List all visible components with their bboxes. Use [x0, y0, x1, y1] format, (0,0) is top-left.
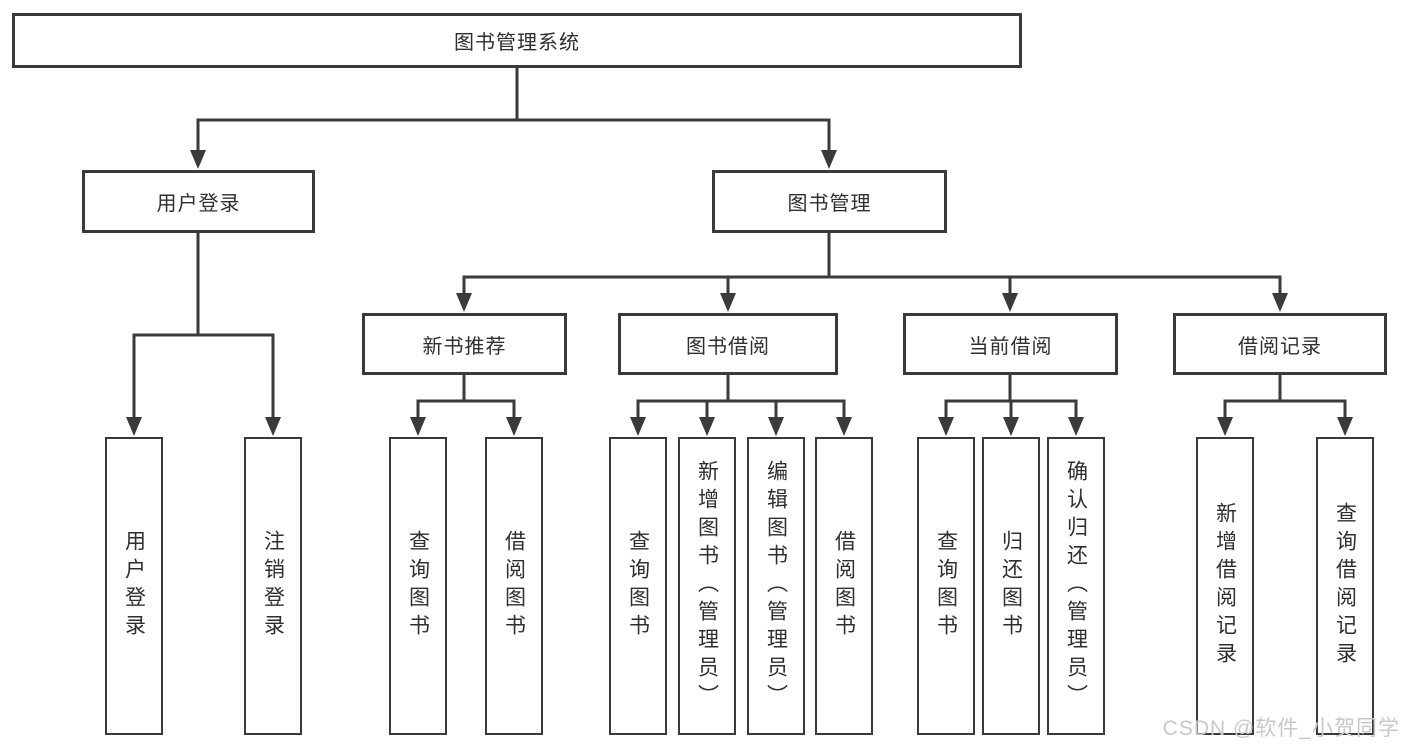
- node-book-management: 图书管理: [712, 170, 947, 233]
- node-label: 用户登录: [122, 530, 146, 642]
- node-label: 查询图书: [626, 530, 650, 642]
- node-label: 图书借阅: [686, 335, 770, 358]
- leaf-borrowing-query-books: 查询图书: [609, 437, 667, 735]
- node-label: 注销登录: [261, 530, 285, 642]
- leaf-user-login: 用户登录: [105, 437, 163, 735]
- node-label: 借阅图书: [832, 530, 856, 642]
- node-label: 编辑图书（管理员）: [764, 460, 788, 712]
- csdn-watermark: CSDN @软件_小贺同学: [1162, 717, 1400, 740]
- leaf-current-return-books: 归还图书: [982, 437, 1040, 735]
- leaf-logout: 注销登录: [244, 437, 302, 735]
- leaf-current-confirm-return-admin: 确认归还（管理员）: [1047, 437, 1105, 735]
- node-current-borrowing: 当前借阅: [903, 313, 1118, 375]
- leaf-records-query-record: 查询借阅记录: [1316, 437, 1374, 735]
- node-label: 新增借阅记录: [1213, 502, 1237, 670]
- leaf-current-query-books: 查询图书: [917, 437, 975, 735]
- node-library-management-system: 图书管理系统: [12, 13, 1022, 68]
- node-borrow-records: 借阅记录: [1173, 313, 1387, 375]
- node-label: 用户登录: [156, 193, 241, 215]
- node-label: 借阅记录: [1238, 335, 1322, 358]
- leaf-borrowing-edit-books-admin: 编辑图书（管理员）: [747, 437, 805, 735]
- leaf-borrowing-borrow-books: 借阅图书: [815, 437, 873, 735]
- node-user-login: 用户登录: [82, 170, 315, 233]
- node-label: 借阅图书: [502, 530, 526, 642]
- leaf-recommend-borrow-books: 借阅图书: [485, 437, 543, 735]
- node-label: 图书管理: [787, 193, 872, 215]
- node-label: 新增图书（管理员）: [695, 460, 719, 712]
- node-label: 查询图书: [934, 530, 958, 642]
- node-label: 图书管理系统: [454, 32, 580, 54]
- node-label: 查询图书: [406, 530, 430, 642]
- node-label: 确认归还（管理员）: [1064, 460, 1088, 712]
- node-label: 当前借阅: [968, 335, 1053, 358]
- node-new-book-recommend: 新书推荐: [362, 313, 567, 375]
- leaf-borrowing-add-books-admin: 新增图书（管理员）: [678, 437, 736, 735]
- node-label: 新书推荐: [422, 335, 507, 358]
- node-book-borrowing: 图书借阅: [618, 313, 838, 375]
- leaf-recommend-query-books: 查询图书: [389, 437, 447, 735]
- leaf-records-add-record: 新增借阅记录: [1196, 437, 1254, 735]
- node-label: 归还图书: [999, 530, 1023, 642]
- node-label: 查询借阅记录: [1333, 502, 1357, 670]
